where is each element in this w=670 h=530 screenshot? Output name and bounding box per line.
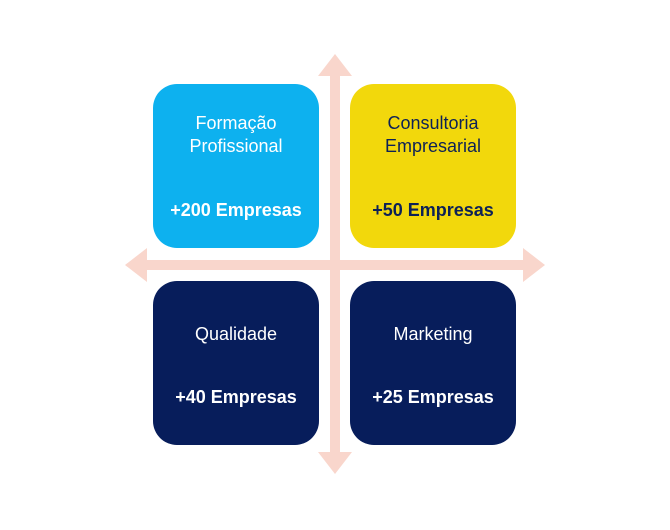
quadrant-title: Marketing bbox=[393, 324, 473, 344]
quadrant-count: +200 Empresas bbox=[170, 200, 302, 220]
quadrant-count: +25 Empresas bbox=[372, 387, 494, 407]
quadrant-title: Formação Profissional bbox=[189, 113, 283, 156]
horizontal-arrow bbox=[125, 248, 545, 282]
quadrant-count: +40 Empresas bbox=[175, 387, 297, 407]
quadrant-marketing: Marketing +25 Empresas bbox=[350, 281, 516, 445]
quadrant-title: Qualidade bbox=[194, 324, 278, 344]
quadrant-formacao-profissional: Formação Profissional +200 Empresas bbox=[153, 84, 319, 248]
quadrant-consultoria-empresarial: Consultoria Empresarial +50 Empresas bbox=[350, 84, 516, 248]
quadrant-title: Consultoria Empresarial bbox=[384, 113, 482, 156]
quadrant-qualidade: Qualidade +40 Empresas bbox=[153, 281, 319, 445]
quadrant-count: +50 Empresas bbox=[372, 200, 494, 220]
